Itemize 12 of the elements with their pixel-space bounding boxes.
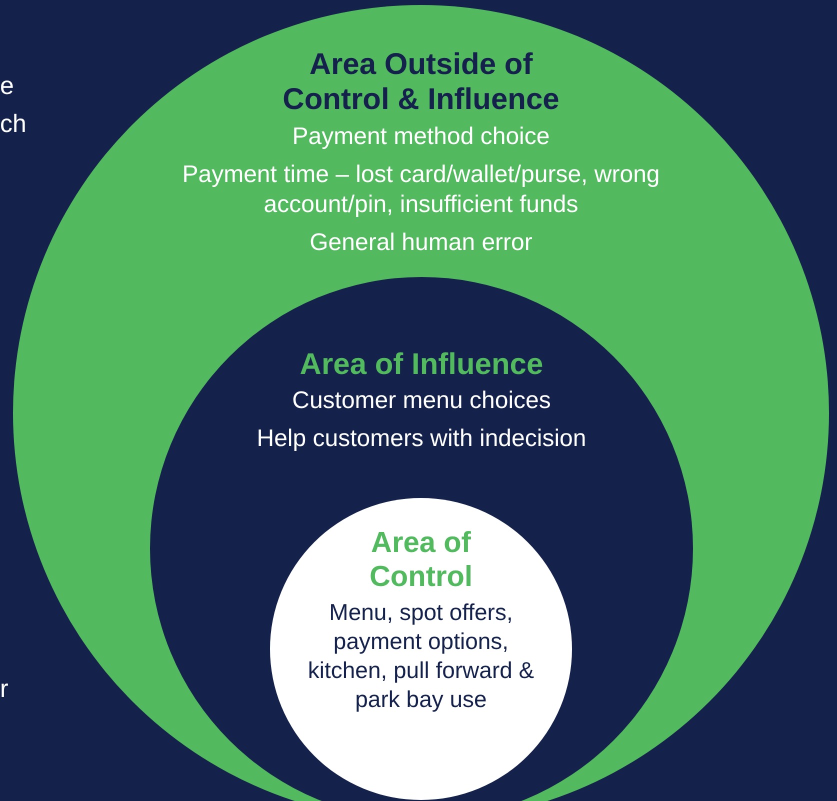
area-item-text: General human error — [308, 228, 534, 258]
cut-off-text: ch — [0, 110, 26, 139]
area-item-text: Payment method choice — [291, 122, 551, 152]
cut-off-text: e — [0, 72, 14, 101]
area-heading: Area of Control — [368, 526, 474, 594]
area-heading: Area Outside of Control & Influence — [282, 47, 560, 118]
area-item-text: Menu, spot offers, payment options, kitchen, pull forward & park bay use — [306, 598, 536, 714]
area-heading: Area of Influence — [298, 347, 544, 382]
area-item-text: Customer menu choices — [291, 386, 552, 416]
area-item-text: Payment time – lost card/wallet/purse, wrong account/pin, insufficient funds — [181, 160, 661, 220]
area-item-text: Help customers with indecision — [256, 424, 588, 454]
cut-off-text: r — [0, 675, 8, 704]
